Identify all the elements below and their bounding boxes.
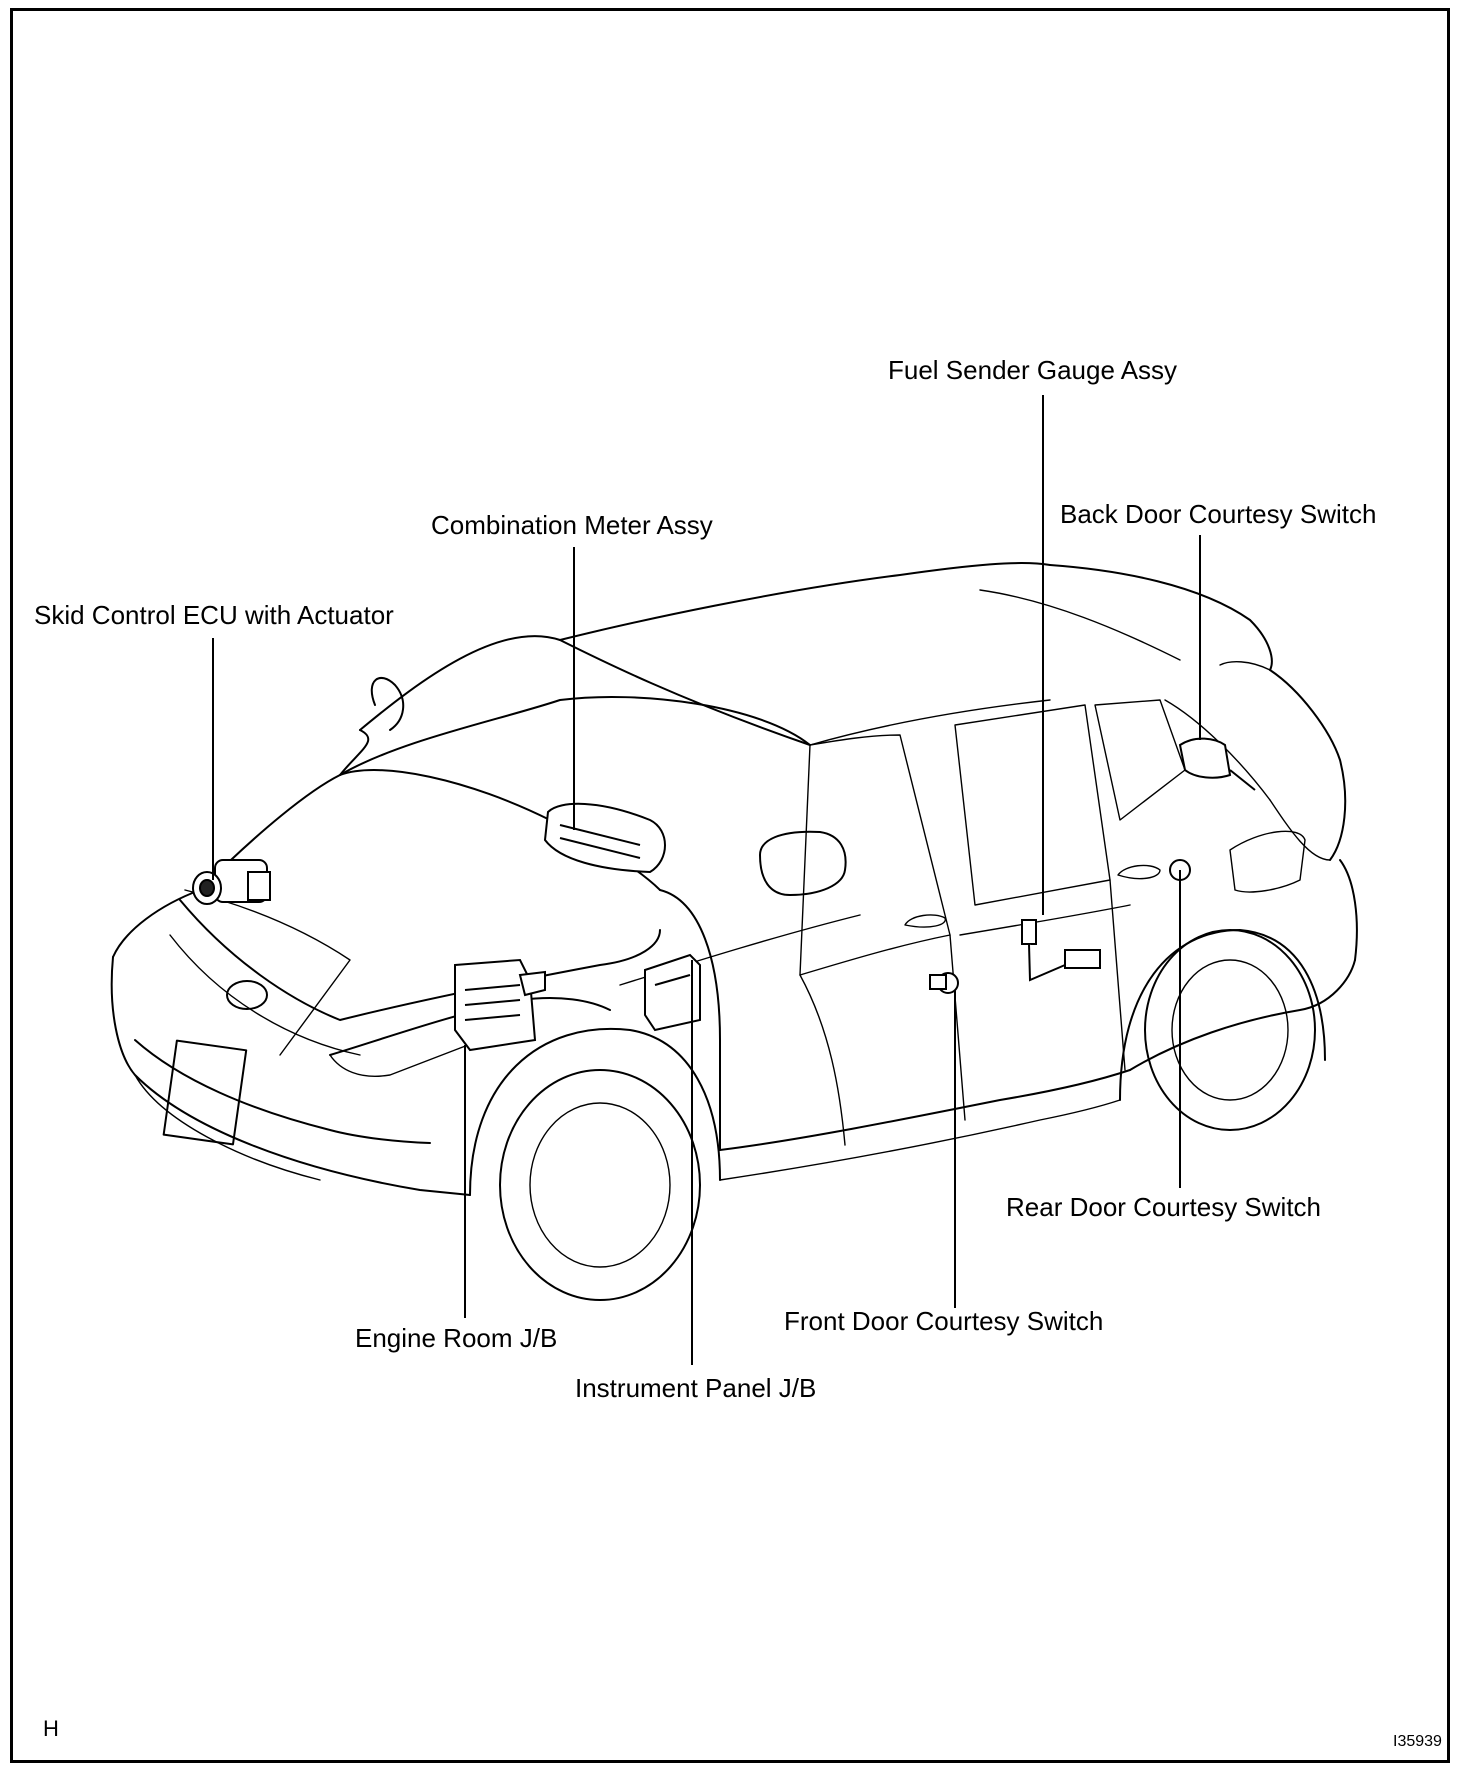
front-door-switch-part bbox=[929, 972, 959, 994]
vehicle-illustration bbox=[110, 562, 1358, 1301]
label-back-door-courtesy-switch: Back Door Courtesy Switch bbox=[1060, 499, 1377, 529]
instrument-panel-jb-part bbox=[644, 953, 701, 1032]
label-skid-control-ecu: Skid Control ECU with Actuator bbox=[34, 600, 394, 630]
figure-code: I35939 bbox=[1393, 1733, 1442, 1750]
diagram-frame bbox=[10, 8, 1450, 1763]
label-fuel-sender-gauge: Fuel Sender Gauge Assy bbox=[888, 355, 1178, 385]
label-engine-room-jb: Engine Room J/B bbox=[355, 1323, 558, 1353]
skid-control-ecu-part bbox=[192, 859, 271, 905]
engine-room-jb-part bbox=[454, 958, 546, 1052]
fuel-sender-gauge-part bbox=[1021, 919, 1101, 982]
back-door-switch-part bbox=[1178, 737, 1256, 791]
label-front-door-courtesy-switch: Front Door Courtesy Switch bbox=[784, 1306, 1104, 1336]
combination-meter-part bbox=[543, 802, 666, 874]
leader-lines bbox=[212, 395, 1201, 1365]
section-letter: H bbox=[43, 1716, 59, 1741]
label-rear-door-courtesy-switch: Rear Door Courtesy Switch bbox=[1006, 1192, 1321, 1222]
label-combination-meter: Combination Meter Assy bbox=[431, 510, 713, 540]
label-instrument-panel-jb: Instrument Panel J/B bbox=[575, 1373, 817, 1403]
